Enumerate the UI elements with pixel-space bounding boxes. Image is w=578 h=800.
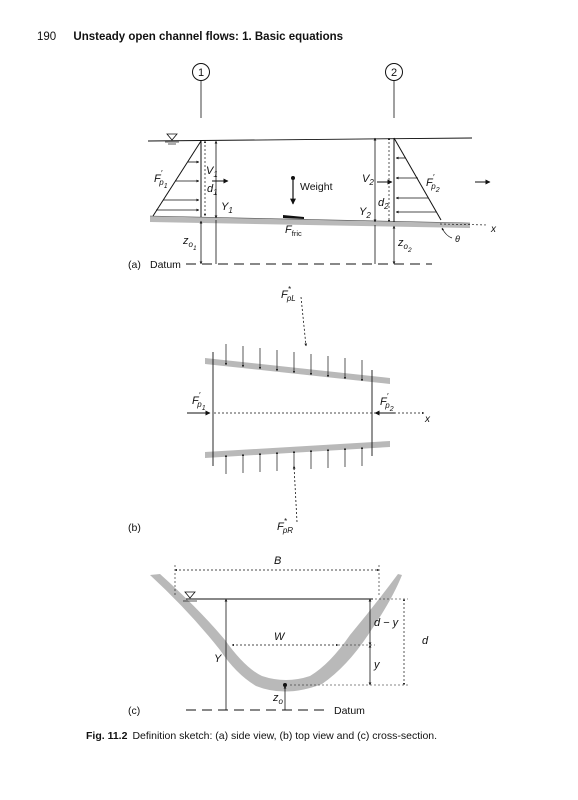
x-axis-a	[439, 223, 489, 226]
section-1-marker	[192, 63, 210, 81]
section-2-label: 2	[391, 67, 397, 79]
panel-b-top-view: x F′p1 F′p2	[128, 285, 431, 535]
fp1-label: F′p1	[154, 169, 168, 190]
top-width-label: B	[274, 555, 281, 567]
x-axis-label-b: x	[424, 414, 431, 425]
right-bank-pressure-arrows	[224, 446, 364, 474]
figure-caption: Fig. 11.2 Definition sketch: (a) side vie…	[86, 730, 437, 742]
zo1-label: zo1	[182, 235, 197, 252]
y2-label: Y2	[359, 206, 371, 220]
running-title: Unsteady open channel flows: 1. Basic eq…	[73, 31, 344, 43]
pressure-triangle-2	[393, 137, 442, 221]
Y-label-c: Y	[214, 653, 222, 665]
v1-label: V1	[206, 165, 218, 179]
depth-label: d	[422, 635, 429, 647]
fp2-label-b: F′p2	[380, 392, 394, 413]
water-surface-icon-c	[183, 591, 197, 602]
panel-a-label: (a)	[128, 259, 141, 271]
water-surface-icon	[165, 133, 179, 145]
panel-b-label: (b)	[128, 522, 141, 534]
fpr-resultant-arrow	[292, 465, 298, 523]
datum-label-c: Datum	[334, 705, 365, 717]
fp1-label-b: F′p1	[192, 391, 206, 412]
friction-arrow	[283, 215, 304, 219]
width-at-y-label: W	[274, 631, 286, 643]
v2-label: V2	[362, 173, 374, 187]
datum-label-a: Datum	[150, 259, 181, 271]
pressure-triangle-1	[152, 140, 202, 217]
fpl-label: F*pL	[281, 285, 296, 303]
caption-text: Definition sketch: (a) side view, (b) to…	[132, 730, 438, 742]
weight-label: Weight	[300, 181, 333, 193]
zo-label-c: zo	[272, 692, 284, 706]
theta-label: θ	[455, 234, 460, 244]
y1-label: Y1	[221, 201, 233, 215]
page-number: 190	[37, 31, 57, 43]
panel-c-cross-section: B W Y zo d − y y d Datum (c)	[128, 555, 429, 717]
right-bank	[205, 441, 390, 458]
section-1-label: 1	[198, 67, 204, 79]
panel-c-label: (c)	[128, 705, 140, 717]
running-header: 190 Unsteady open channel flows: 1. Basi…	[37, 31, 343, 43]
fpr-label: F*pR	[277, 517, 293, 535]
free-surface-line	[147, 137, 473, 142]
channel-bed	[150, 216, 470, 228]
zo2-label: zo2	[397, 237, 412, 254]
left-bank-pressure-arrows	[224, 344, 364, 382]
d1-label: d1	[207, 183, 218, 197]
figure-number: Fig. 11.2	[86, 730, 128, 742]
d2-label: d2	[378, 197, 389, 211]
fpl-resultant-arrow	[300, 296, 308, 347]
section-2-marker	[385, 63, 403, 81]
y-label: y	[373, 659, 381, 671]
d-minus-y-label: d − y	[374, 617, 400, 629]
fp2-label: F′p2	[426, 173, 440, 194]
ffric-label: Ffric	[285, 224, 302, 238]
channel-section	[150, 574, 402, 692]
x-axis-label-a: x	[490, 224, 497, 235]
left-bank	[205, 358, 390, 384]
panel-a-side-view: 1 2 x θ F′p1 V1 d1 Y1	[128, 63, 497, 271]
